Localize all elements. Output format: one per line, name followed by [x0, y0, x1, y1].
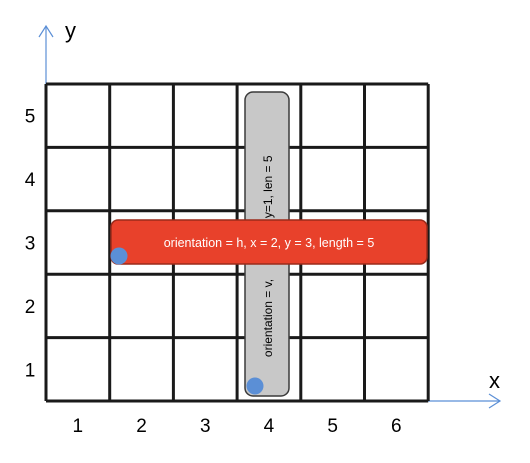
- y-tick-label: 1: [25, 360, 36, 381]
- x-tick-label: 5: [327, 416, 338, 437]
- y-tick-label: 2: [25, 297, 36, 318]
- x-tick-labels: 1 2 3 4 5 6: [73, 416, 402, 437]
- y-tick-labels: 1 2 3 4 5: [25, 107, 36, 382]
- horizontal-ship-label: orientation = h, x = 2, y = 3, length = …: [164, 236, 375, 250]
- axes: y x: [38, 18, 502, 409]
- y-axis-arrowhead: [38, 24, 54, 38]
- y-axis-label: y: [65, 18, 76, 43]
- horizontal-ship-origin-dot: [110, 247, 128, 265]
- x-tick-label: 4: [264, 416, 275, 437]
- y-tick-label: 3: [25, 234, 36, 255]
- horizontal-ship-body: [110, 219, 428, 265]
- x-tick-label: 3: [200, 416, 211, 437]
- y-tick-label: 4: [25, 170, 36, 191]
- x-axis-arrowhead: [488, 393, 502, 409]
- vertical-ship-origin-dot: [246, 377, 264, 395]
- vertical-ship-label-bottom: orientation = v,: [261, 279, 275, 357]
- x-tick-label: 1: [73, 416, 84, 437]
- x-tick-label: 6: [391, 416, 402, 437]
- x-axis-label: x: [489, 368, 500, 393]
- x-tick-label: 2: [136, 416, 147, 437]
- y-tick-label: 5: [25, 107, 36, 128]
- horizontal-ship: orientation = h, x = 2, y = 3, length = …: [110, 219, 428, 265]
